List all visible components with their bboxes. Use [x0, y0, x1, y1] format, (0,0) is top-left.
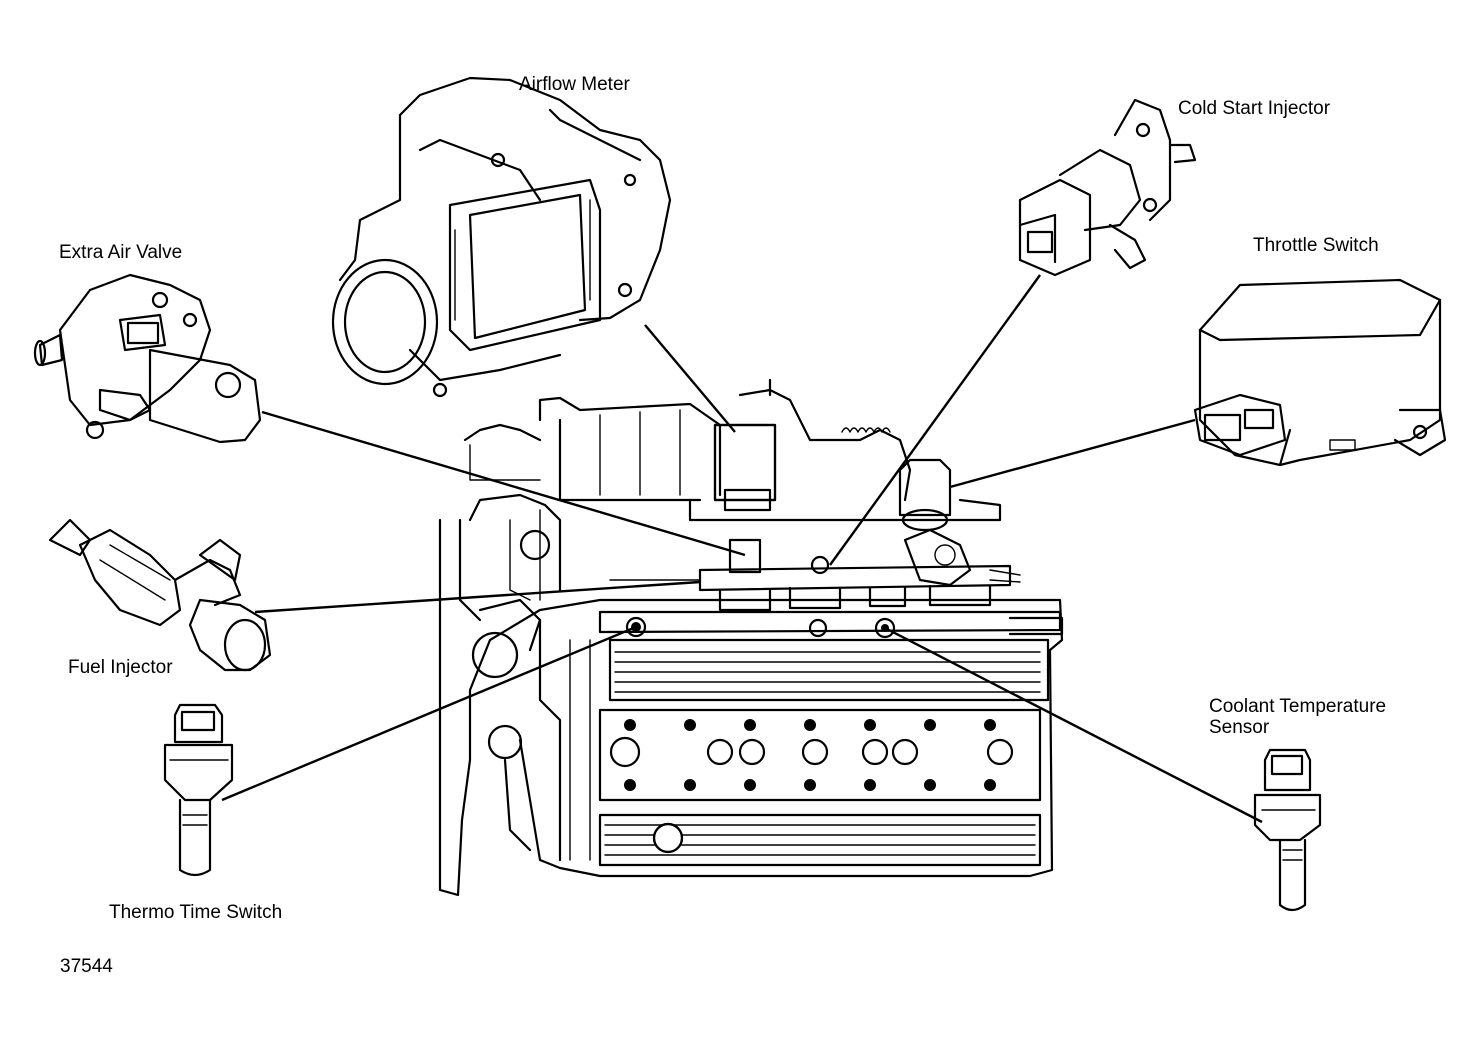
extra-air-valve-component — [33, 273, 262, 444]
thermo-time-switch-component — [163, 703, 234, 877]
leader-cold-start-injector — [829, 274, 1041, 566]
leader-throttle-switch — [949, 418, 1196, 489]
label-airflow-meter: Airflow Meter — [519, 74, 630, 95]
leader-extra-air-valve — [261, 410, 746, 557]
fuel-injector-component — [48, 518, 272, 672]
label-thermo-time-switch: Thermo Time Switch — [109, 902, 283, 923]
label-throttle-switch: Throttle Switch — [1253, 235, 1379, 256]
leader-fuel-injector — [254, 580, 701, 614]
throttle-switch-component — [1193, 278, 1447, 467]
leader-thermo-time-switch — [221, 625, 637, 802]
airflow-meter-component — [331, 76, 672, 398]
leader-lines — [221, 274, 1263, 824]
leader-coolant-temperature-sensor — [884, 626, 1263, 824]
label-fuel-injector: Fuel Injector — [68, 657, 173, 678]
coolant-temperature-sensor-component — [1253, 748, 1322, 912]
leader-airflow-meter — [644, 324, 736, 433]
engine-block — [438, 378, 1064, 897]
label-cold-start-injector: Cold Start Injector — [1178, 98, 1331, 119]
cold-start-injector-component — [1018, 98, 1197, 277]
label-coolant-temperature-sensor: Coolant Temperature Sensor — [1209, 696, 1387, 738]
figure-number: 37544 — [60, 956, 113, 977]
label-extra-air-valve: Extra Air Valve — [59, 242, 183, 263]
